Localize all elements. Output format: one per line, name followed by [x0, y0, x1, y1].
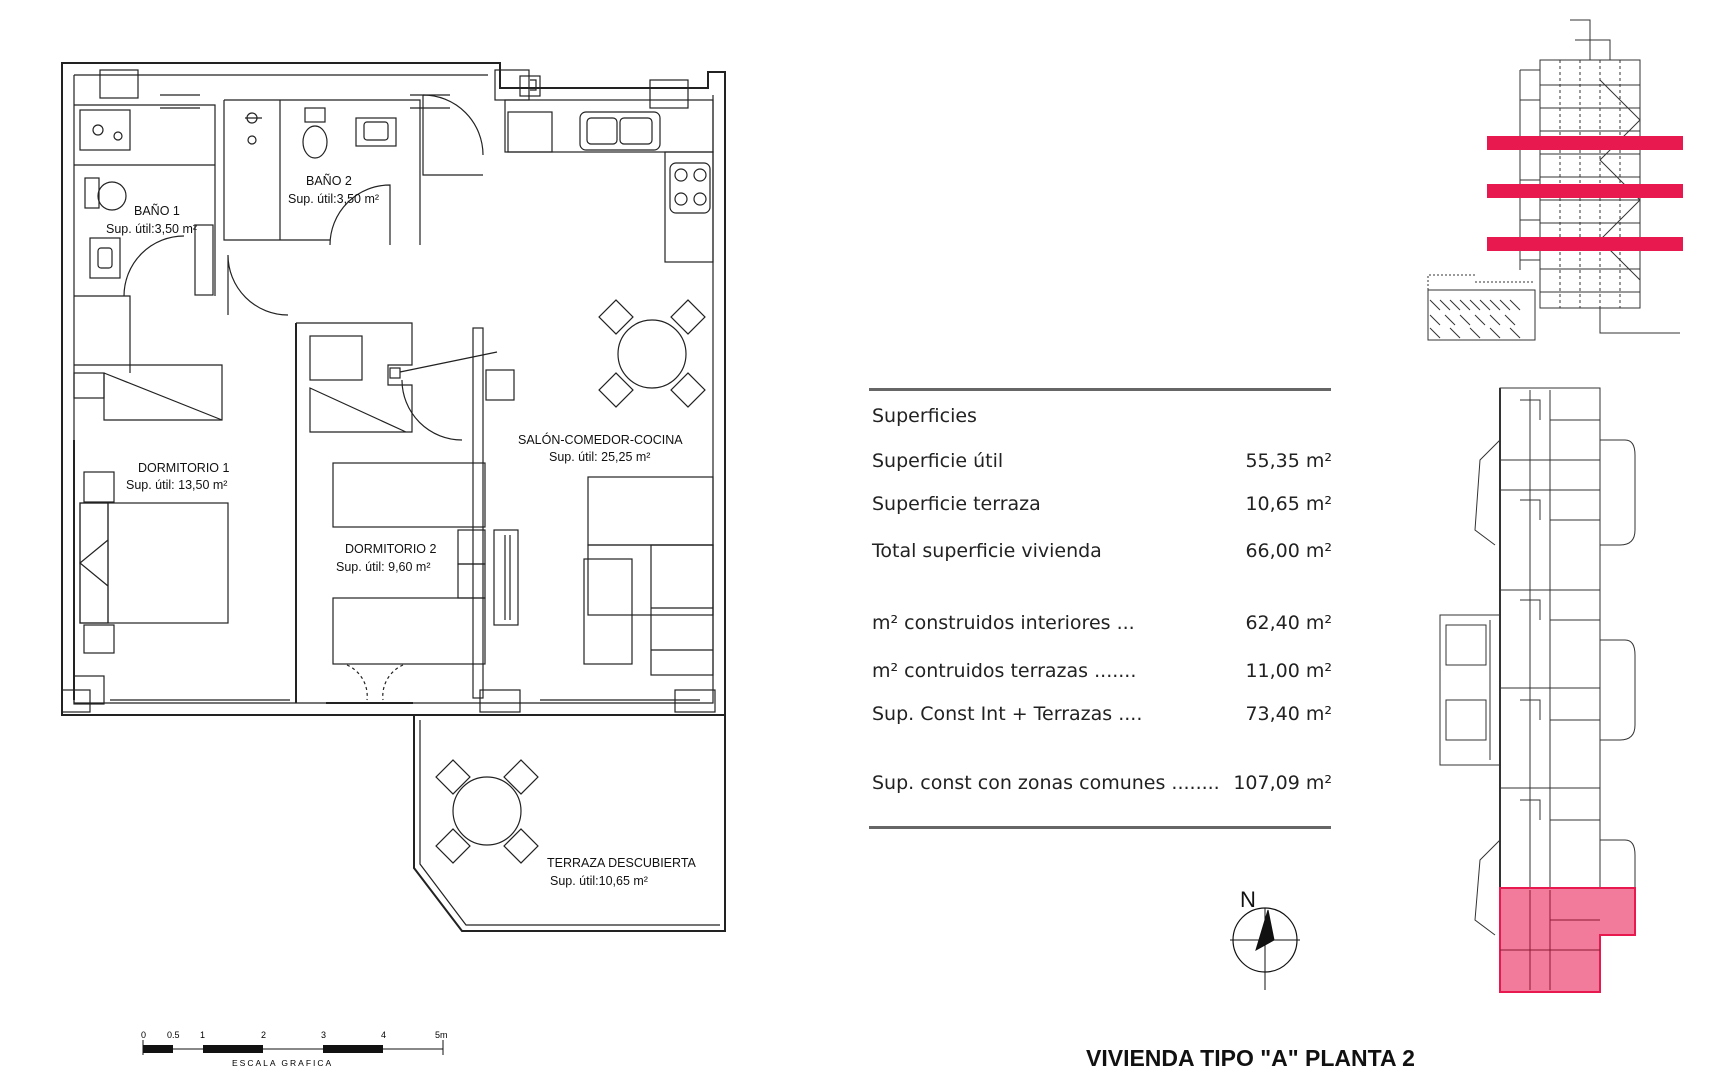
room-name: BAÑO 1 [134, 204, 180, 218]
scale-tick: 4 [381, 1030, 386, 1040]
room-name: DORMITORIO 2 [345, 542, 436, 556]
row-label: Total superficie vivienda [872, 540, 1102, 562]
room-area: Sup. útil: 25,25 m² [549, 450, 650, 464]
row-label: Sup. Const Int + Terrazas .... [872, 703, 1143, 725]
row-value: 62,40 m² [1245, 612, 1332, 634]
room-label-salon: SALÓN-COMEDOR-COCINA Sup. útil: 25,25 m² [518, 432, 683, 464]
room-label-dormitorio-2: DORMITORIO 2 Sup. útil: 9,60 m² [336, 542, 436, 574]
room-name: TERRAZA DESCUBIERTA [547, 856, 697, 870]
superficies-title: Superficies [872, 405, 977, 427]
room-area: Sup. útil: 13,50 m² [126, 478, 227, 492]
row-value: 107,09 m² [1233, 772, 1332, 794]
row-label: Superficie terraza [872, 493, 1041, 515]
unit-highlight-lines [1500, 890, 1600, 990]
floor-level-markers [1487, 136, 1683, 251]
row-value: 66,00 m² [1245, 540, 1332, 562]
row-value: 11,00 m² [1245, 660, 1332, 682]
room-name: SALÓN-COMEDOR-COCINA [518, 432, 683, 447]
table-top-rule [869, 388, 1331, 391]
scale-tick: 3 [321, 1030, 326, 1040]
room-area: Sup. útil:10,65 m² [550, 874, 648, 888]
room-label-bano-1: BAÑO 1 Sup. útil:3,50 m² [106, 204, 197, 236]
room-area: Sup. útil:3,50 m² [106, 222, 197, 236]
scale-label: ESCALA GRAFICA [232, 1058, 333, 1068]
scale-tick: 0 [141, 1030, 146, 1040]
unit-highlight [1499, 887, 1636, 993]
north-label: N [1240, 887, 1256, 912]
scale-tick: 5m [435, 1030, 448, 1040]
room-area: Sup. útil: 9,60 m² [336, 560, 431, 574]
scale-bar: 0 0.5 1 2 3 4 5m ESCALA GRAFICA [141, 1030, 448, 1068]
row-label: Sup. const con zonas comunes ........ [872, 772, 1220, 794]
room-name: BAÑO 2 [306, 174, 352, 188]
room-area: Sup. útil:3,50 m² [288, 192, 379, 206]
row-label: m² construidos interiores ... [872, 612, 1135, 634]
north-arrow-icon: N [1230, 887, 1300, 990]
scale-tick: 1 [200, 1030, 205, 1040]
row-value: 73,40 m² [1245, 703, 1332, 725]
row-label: m² contruidos terrazas ....... [872, 660, 1137, 682]
scale-tick: 2 [261, 1030, 266, 1040]
row-value: 10,65 m² [1245, 493, 1332, 515]
page-title: VIVIENDA TIPO "A" PLANTA 2 [1086, 1045, 1415, 1071]
row-value: 55,35 m² [1245, 450, 1332, 472]
room-label-bano-2: BAÑO 2 Sup. útil:3,50 m² [288, 174, 379, 206]
room-label-dormitorio-1: DORMITORIO 1 Sup. útil: 13,50 m² [126, 461, 229, 492]
room-name: DORMITORIO 1 [138, 461, 229, 475]
building-section [1427, 19, 1680, 341]
table-bottom-rule [869, 826, 1331, 829]
room-label-terraza: TERRAZA DESCUBIERTA Sup. útil:10,65 m² [547, 856, 697, 888]
scale-tick: 0.5 [167, 1030, 180, 1040]
row-label: Superficie útil [872, 450, 1004, 472]
